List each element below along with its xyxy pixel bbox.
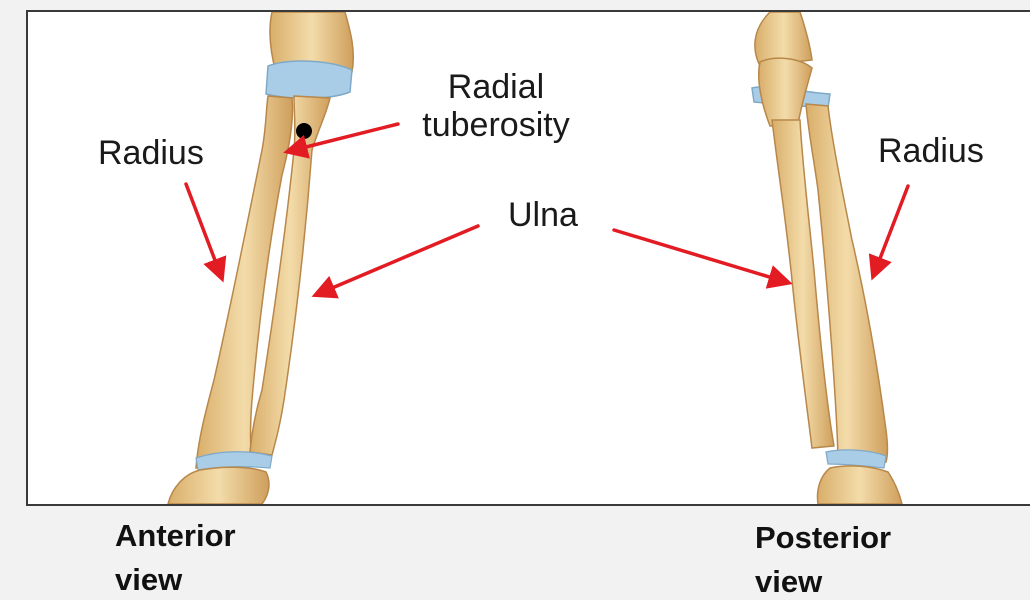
posterior-ulna — [771, 119, 835, 449]
posterior-forearm — [751, 12, 903, 504]
anterior-carpals — [167, 466, 270, 504]
arrow-ulna-right — [612, 228, 793, 289]
anterior-view-line1: Anterior — [115, 518, 236, 553]
label-radial-tuberosity-line2: tuberosity — [422, 106, 570, 144]
radial-tuberosity-marker — [296, 123, 312, 139]
posterior-view-caption: Posterior view — [755, 516, 891, 600]
anterior-view-line2: view — [115, 562, 183, 597]
posterior-view-line2: view — [755, 564, 823, 599]
arrow-radius-right — [868, 184, 910, 281]
posterior-view-line1: Posterior — [755, 520, 892, 555]
arrow-radial-tuberosity — [283, 122, 400, 159]
anterior-ulna — [249, 95, 331, 456]
anterior-forearm — [167, 12, 355, 504]
label-radius-right: Radius — [878, 132, 984, 170]
anterior-elbow-cartilage — [265, 60, 353, 99]
pointer-arrows — [184, 122, 910, 299]
anterior-view-caption: Anterior view — [115, 514, 236, 600]
label-radius-left: Radius — [98, 134, 204, 172]
label-radial-tuberosity: Radial tuberosity — [408, 68, 584, 144]
arrow-radius-left — [184, 182, 227, 283]
posterior-olecranon — [757, 57, 813, 127]
label-ulna: Ulna — [508, 196, 578, 234]
posterior-wrist-cartilage — [825, 449, 887, 469]
arrow-ulna-left — [311, 224, 480, 299]
posterior-radius — [805, 103, 889, 465]
posterior-humerus — [754, 12, 813, 67]
posterior-carpals — [816, 465, 903, 504]
label-radial-tuberosity-line1: Radial — [447, 68, 545, 106]
